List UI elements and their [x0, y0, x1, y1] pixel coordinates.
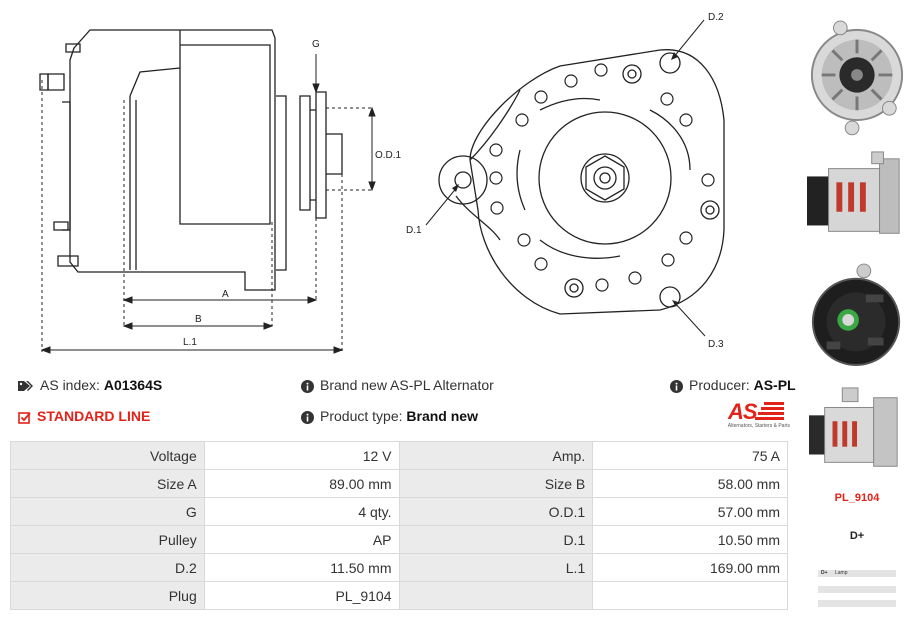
producer-value: AS-PL	[753, 377, 796, 393]
brand-info: Brand new AS-PL Alternator	[301, 377, 494, 393]
as-index-value: A01364S	[103, 377, 163, 393]
alternator-front-flange	[469, 49, 725, 315]
producer-label: Producer:	[689, 377, 750, 393]
spec-label: G	[10, 497, 205, 526]
spec-value: 58.00 mm	[592, 469, 788, 498]
spec-label: Voltage	[10, 441, 205, 470]
as-pl-logo: AS Alternators, Starters & Parts	[716, 399, 790, 431]
logo-mark: AS	[728, 399, 758, 424]
spec-label: O.D.1	[398, 497, 594, 526]
spec-label	[398, 581, 594, 610]
as-index: AS index: A01364S	[18, 377, 162, 393]
spec-label: L.1	[398, 553, 594, 582]
spec-label: Size A	[10, 469, 205, 498]
product-photo-angle[interactable]	[806, 383, 908, 480]
plug-code: PL_9104	[834, 492, 880, 504]
label-b: B	[195, 314, 202, 325]
pin-row: D+ Lamp	[818, 570, 896, 577]
label-g: G	[312, 39, 320, 50]
spec-value: AP	[203, 525, 400, 554]
pin-id: D+	[821, 570, 828, 576]
check-square-icon	[18, 411, 31, 424]
spec-label: Plug	[10, 581, 205, 610]
as-index-label: AS index:	[40, 377, 100, 393]
spec-label: Pulley	[10, 525, 205, 554]
spec-value: 11.50 mm	[203, 553, 400, 582]
pin-row	[818, 586, 896, 593]
product-type-label: Product type:	[320, 408, 403, 424]
spec-value: 4 qty.	[203, 497, 400, 526]
spec-value: 57.00 mm	[592, 497, 788, 526]
spec-value: 75 A	[592, 441, 788, 470]
info-circle-icon	[301, 379, 314, 393]
label-d2: D.2	[708, 12, 724, 23]
product-line: STANDARD LINE	[18, 408, 150, 424]
product-type-value: Brand new	[406, 408, 478, 424]
product-photo-rear[interactable]	[806, 258, 908, 376]
spec-value: 10.50 mm	[592, 525, 788, 554]
spec-value: 12 V	[203, 441, 400, 470]
technical-drawing: G O.D.1 A B L.1 D.1 D.2 D.3	[39, 12, 725, 354]
brand-text: Brand new AS-PL Alternator	[320, 377, 494, 393]
label-a: A	[222, 289, 229, 300]
label-l1: L.1	[183, 337, 197, 348]
tags-icon	[18, 381, 33, 392]
label-od1: O.D.1	[375, 150, 402, 161]
logo-tagline: Alternators, Starters & Parts	[727, 423, 790, 429]
product-type: Product type: Brand new	[301, 408, 478, 424]
spec-label: D.2	[10, 553, 205, 582]
pin-desc: Lamp	[835, 570, 848, 576]
spec-value	[592, 581, 788, 610]
spec-value: 89.00 mm	[203, 469, 400, 498]
label-d1: D.1	[406, 225, 422, 236]
label-d3: D.3	[708, 339, 724, 350]
info-circle-icon	[670, 379, 683, 393]
spec-label: D.1	[398, 525, 594, 554]
pin-row	[818, 600, 896, 607]
product-photo-front[interactable]	[806, 5, 908, 140]
spec-label: Size B	[398, 469, 594, 498]
product-photo-side[interactable]	[806, 146, 908, 251]
producer-info: Producer: AS-PL	[670, 377, 796, 393]
spec-value: PL_9104	[203, 581, 400, 610]
spec-label: Amp.	[398, 441, 594, 470]
standard-line-label: STANDARD LINE	[37, 408, 151, 424]
spec-value: 169.00 mm	[592, 553, 788, 582]
info-circle-icon	[301, 410, 314, 424]
plug-terminal: D+	[849, 530, 865, 542]
